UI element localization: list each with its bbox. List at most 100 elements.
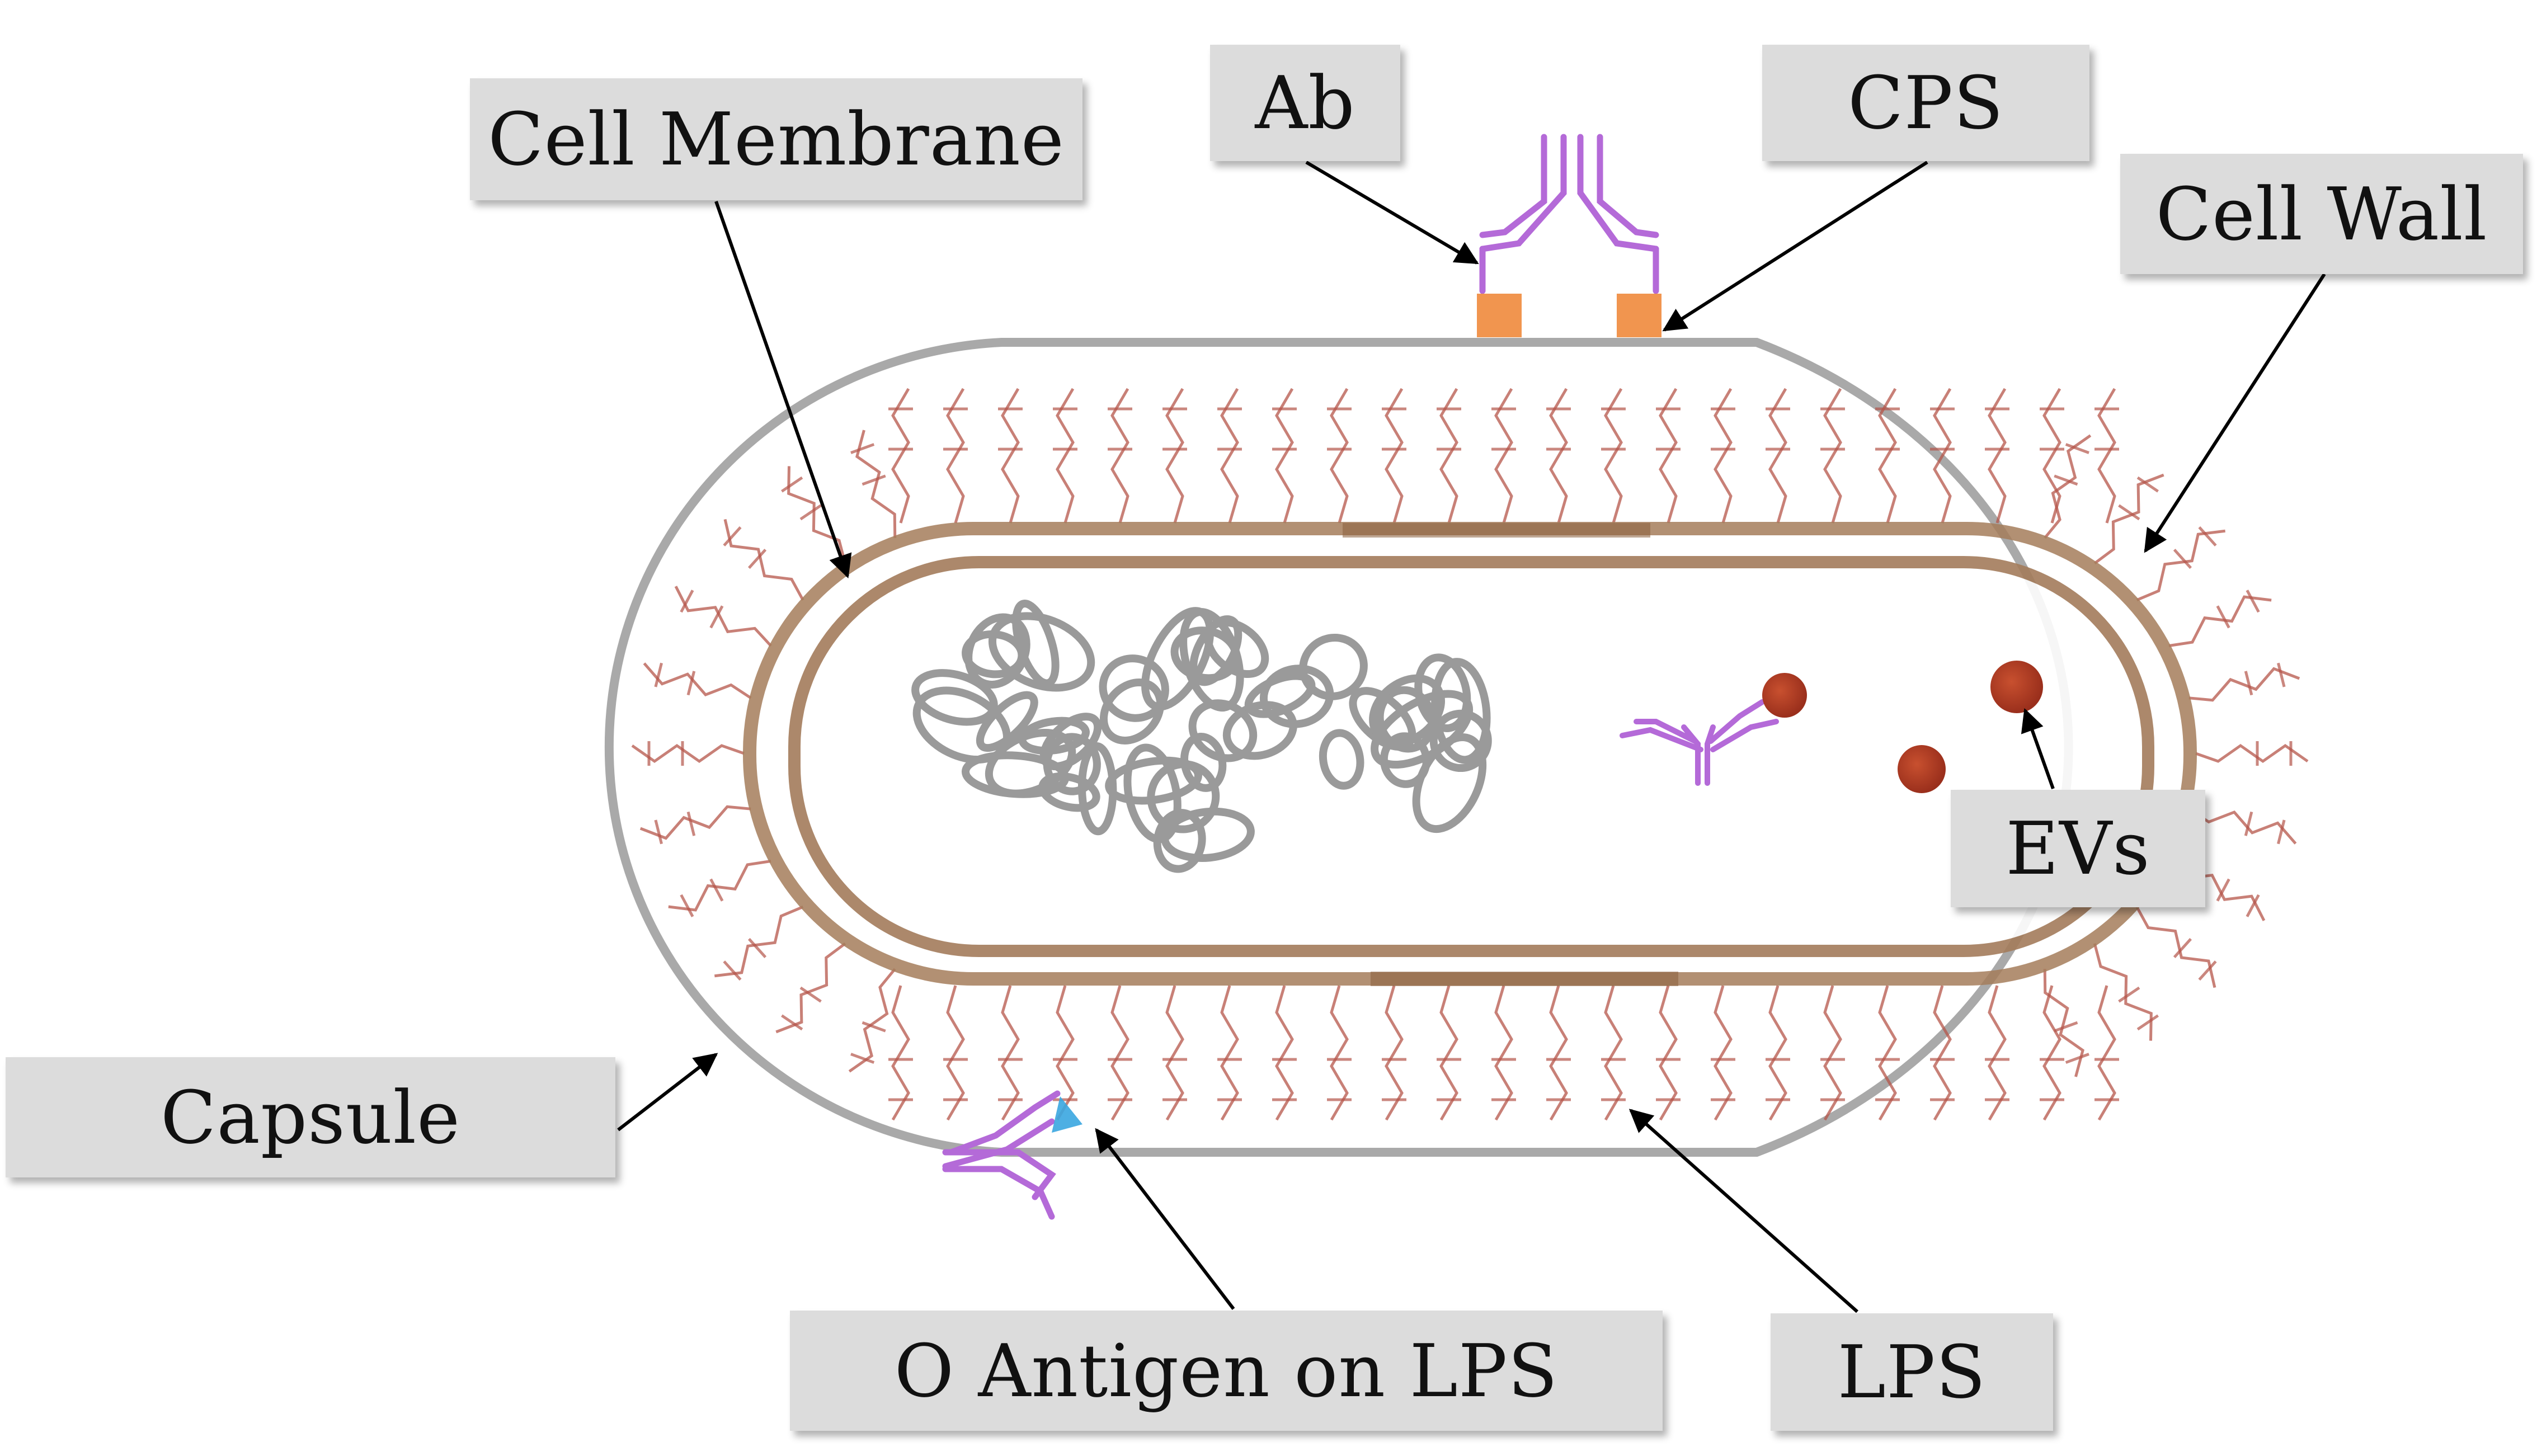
lps-strand [1330, 985, 1349, 1121]
lps-strand [1933, 388, 1952, 524]
dna-loop [1018, 717, 1090, 755]
lps-strand [2093, 473, 2164, 565]
lps-crossbar [2118, 986, 2140, 1003]
lps-strand [1988, 985, 2007, 1121]
lps-strand [787, 466, 847, 564]
lps-strand [1330, 388, 1349, 524]
lps-strand [723, 519, 804, 601]
lps-strand [1714, 985, 1733, 1121]
lps-crossbar [2244, 671, 2253, 696]
lps-crossbar [2246, 894, 2260, 917]
lps-strand [2042, 388, 2061, 524]
lps-strand [1385, 985, 1404, 1121]
dna-loop [1189, 615, 1242, 686]
lps-strand [1275, 985, 1294, 1121]
lps-crossbar [2054, 1021, 2078, 1033]
ev-dot-3 [1898, 745, 1946, 793]
lps-crossbar [781, 1014, 803, 1031]
lps-crossbar [686, 811, 696, 836]
dna-loop [976, 691, 1038, 752]
lps-crossbar [2216, 605, 2230, 629]
lps-strand [1878, 985, 1897, 1121]
label-cell-wall: Cell Wall [2120, 154, 2523, 274]
dna-loop [1099, 678, 1165, 745]
lps-strand [891, 388, 910, 524]
label-lps: LPS [1771, 1313, 2053, 1431]
label-evs: EVs [1951, 790, 2205, 907]
lps-strand [1001, 985, 1020, 1121]
lps-strand [2093, 943, 2153, 1041]
lps-crossbar [2065, 1053, 2089, 1064]
lps-crossbar [680, 894, 694, 917]
lps-crossbar [862, 474, 886, 486]
lps-crossbar [2277, 662, 2286, 687]
label-capsule: Capsule [6, 1057, 615, 1177]
lps-strand [946, 985, 965, 1121]
lps-strand [1220, 985, 1239, 1121]
dna-loop [962, 630, 1026, 678]
lps-strand [1549, 985, 1568, 1121]
dna-loop [1147, 760, 1220, 833]
lps-strand [1714, 388, 1733, 524]
lps-crossbar [723, 960, 742, 981]
lps-strand [1165, 985, 1184, 1121]
arrows [617, 161, 2326, 1313]
lps-strand [1056, 388, 1075, 524]
lps-strand [2044, 434, 2092, 539]
lps-crossbar [680, 590, 694, 613]
dna-loop [1319, 729, 1364, 790]
dna-loop [1222, 701, 1297, 760]
lps-strand [1110, 388, 1129, 524]
lps-strand [1275, 388, 1294, 524]
lps-strand [1604, 388, 1623, 524]
lps-crossbar [747, 937, 767, 958]
lps-crossbar [2216, 878, 2230, 902]
lps-crossbar [2118, 504, 2140, 521]
lps-strand [1001, 388, 1020, 524]
lps-crossbar [2136, 1014, 2159, 1031]
nucleoid-dna [911, 600, 1492, 873]
top-antibody [1479, 134, 1659, 294]
cps-square-1 [1477, 294, 1522, 337]
lps-strand [1439, 388, 1458, 524]
dna-loop [1429, 709, 1492, 772]
lps-crossbar [2244, 811, 2253, 836]
lps-crossbar [709, 878, 724, 902]
lps-strand [2135, 906, 2216, 988]
lps-crossbar [2198, 960, 2217, 981]
lps-strand [2042, 985, 2061, 1121]
lps-strand [1494, 388, 1513, 524]
dna-loop [1123, 743, 1182, 844]
lps-strand [1988, 388, 2007, 524]
lps-crossbar [2173, 549, 2192, 569]
lps-strand [1604, 985, 1623, 1121]
lps-crossbar [2198, 526, 2217, 546]
lps-crossbar [654, 662, 663, 687]
lps-crossbar [2065, 443, 2089, 454]
lps-strand [1659, 985, 1678, 1121]
lps-crossbar [747, 549, 767, 569]
lps-crossbar [862, 1021, 886, 1033]
lps-strand [2168, 595, 2272, 647]
lps-crossbar [2246, 590, 2260, 613]
lps-strand [2188, 808, 2297, 845]
lps-crossbar [2277, 819, 2286, 845]
dna-loop [912, 686, 1011, 764]
lps-crossbar [654, 819, 663, 845]
lps-strand [1933, 985, 1952, 1121]
label-ab: Ab [1210, 45, 1400, 161]
lps-strand [1823, 985, 1842, 1121]
lps-strand [1768, 388, 1787, 524]
lps-crossbar [799, 986, 822, 1003]
lps-strand [1385, 388, 1404, 524]
o-antigen-triangle [1052, 1096, 1082, 1133]
lps-strand [639, 805, 751, 840]
lps-strand [848, 968, 896, 1073]
lps-crossbar [2173, 937, 2192, 958]
lps-strand [1768, 985, 1787, 1121]
lps-crossbar [2054, 474, 2078, 486]
lps-strand [1494, 985, 1513, 1121]
lps-strand [775, 942, 846, 1034]
lps-strand [2136, 529, 2225, 601]
